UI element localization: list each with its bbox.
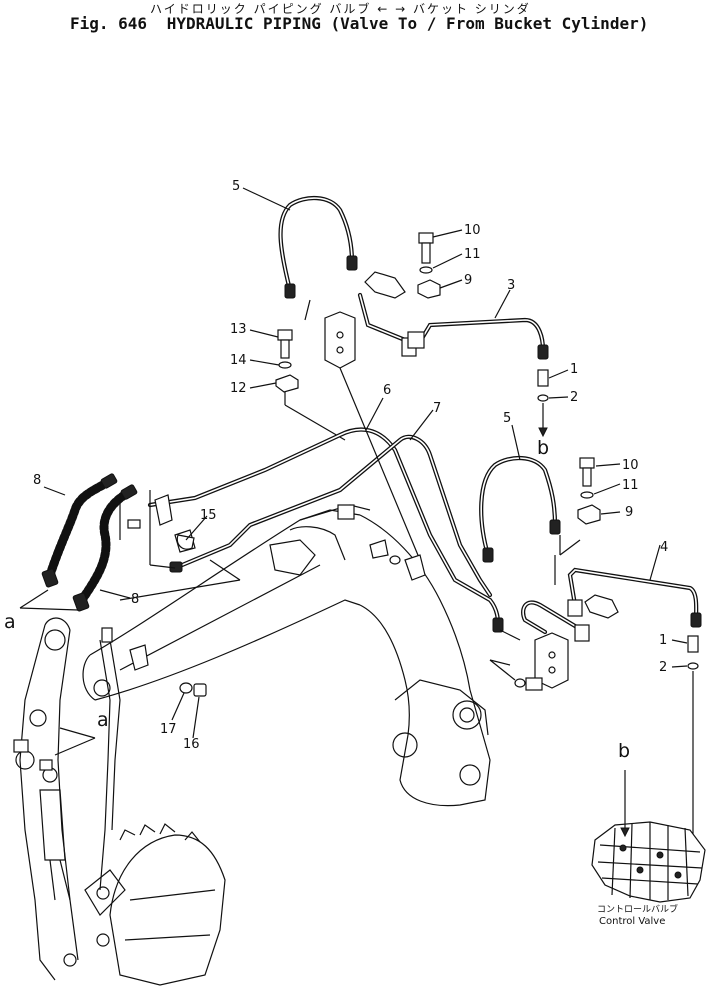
hose-8-right bbox=[72, 484, 138, 612]
boom-clamps bbox=[154, 494, 426, 581]
bolt-lower-boom bbox=[489, 629, 543, 691]
reference-letters: b a a b bbox=[4, 437, 630, 762]
hose-8-left bbox=[41, 473, 118, 588]
fasteners-12-14 bbox=[275, 329, 346, 441]
pipe-6 bbox=[147, 427, 504, 633]
fasteners-lower bbox=[577, 457, 601, 525]
callout-13: 13 bbox=[230, 322, 247, 337]
callout-16: 16 bbox=[183, 737, 200, 752]
ref-b-upper: b bbox=[537, 437, 549, 459]
japanese-title: ハイドロリック パイピング バルブ ← → バケット シリンダ bbox=[150, 2, 531, 16]
pipe-7 bbox=[169, 434, 493, 598]
ref-b-lower: b bbox=[618, 740, 630, 762]
callout-11-lower: 11 bbox=[622, 478, 639, 493]
boom-structure bbox=[82, 504, 491, 807]
callout-7: 7 bbox=[433, 401, 441, 416]
control-valve bbox=[591, 770, 706, 903]
control-valve-label-en: Control Valve bbox=[599, 916, 665, 927]
figure-title: Fig. 646 HYDRAULIC PIPING (Valve To / Fr… bbox=[70, 14, 690, 33]
control-valve-label-jp: コントロールバルブ bbox=[597, 903, 678, 915]
figure-number: Fig. 646 bbox=[70, 14, 148, 33]
callout-3: 3 bbox=[507, 278, 515, 293]
callout-8-upper: 8 bbox=[33, 473, 41, 488]
callout-10-lower: 10 bbox=[622, 458, 639, 473]
callout-8-lower: 8 bbox=[131, 592, 139, 607]
callout-9-lower: 9 bbox=[625, 505, 633, 520]
callout-14: 14 bbox=[230, 353, 247, 368]
callout-2-lower: 2 bbox=[659, 660, 667, 675]
callout-12: 12 bbox=[230, 381, 247, 396]
callout-5-upper: 5 bbox=[232, 179, 240, 194]
callout-17: 17 bbox=[160, 722, 177, 737]
hose-5-upper bbox=[278, 196, 358, 299]
fasteners-upper bbox=[417, 232, 441, 299]
clamp-15 bbox=[176, 534, 195, 550]
callout-10-upper: 10 bbox=[464, 223, 481, 238]
fittings-lower bbox=[647, 635, 699, 851]
pipe-4 bbox=[521, 535, 702, 635]
hose-8-leaders bbox=[19, 490, 241, 611]
callout-6: 6 bbox=[383, 383, 391, 398]
leader-lines bbox=[43, 187, 688, 739]
callout-11-upper: 11 bbox=[464, 247, 481, 262]
callout-9-upper: 9 bbox=[464, 273, 472, 288]
ref-a-mid: a bbox=[97, 709, 109, 731]
bucket bbox=[63, 823, 226, 986]
ref-a-left: a bbox=[4, 611, 16, 633]
callout-1-lower: 1 bbox=[659, 633, 667, 648]
bracket-lower bbox=[534, 594, 619, 689]
figure-caption: HYDRAULIC PIPING (Valve To / From Bucket… bbox=[166, 14, 649, 33]
callouts: 5 10 11 9 3 13 1 14 12 2 6 7 5 10 8 11 1… bbox=[33, 179, 668, 752]
callout-5-lower: 5 bbox=[503, 411, 511, 426]
callout-2-upper: 2 bbox=[570, 390, 578, 405]
callout-15: 15 bbox=[200, 508, 217, 523]
fasteners-16-17 bbox=[101, 627, 207, 697]
pipe-3 bbox=[357, 292, 549, 360]
bracket-upper bbox=[324, 271, 425, 369]
hose-5-lower bbox=[479, 456, 561, 563]
callout-4: 4 bbox=[660, 540, 668, 555]
callout-1-upper: 1 bbox=[570, 362, 578, 377]
arm-structure bbox=[15, 617, 126, 981]
fittings-upper bbox=[537, 369, 549, 438]
ref-a-mid-lines bbox=[13, 727, 96, 771]
